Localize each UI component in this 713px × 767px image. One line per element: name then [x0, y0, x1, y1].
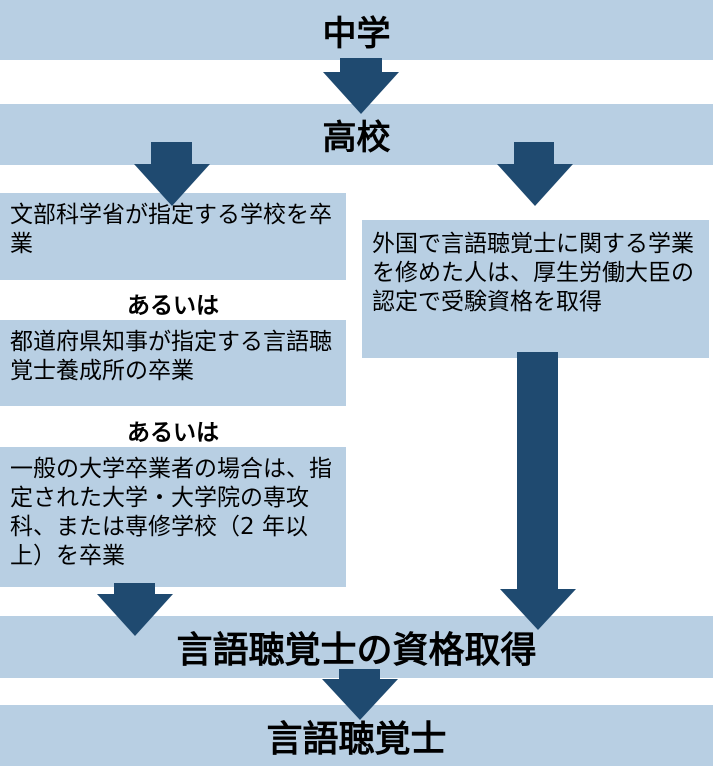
option-text: 外国で言語聴覚士に関する学業を修めた人は、厚生労働大臣の認定で受験資格を取得	[372, 231, 694, 315]
stage-qualification: 言語聴覚士の資格取得	[0, 616, 713, 678]
option-box-training-institute: 都道府県知事が指定する言語聴覚士養成所の卒業	[0, 320, 346, 406]
stage-label: 言語聴覚士の資格取得	[176, 630, 537, 671]
option-box-designated-school: 文部科学省が指定する学校を卒業	[0, 193, 346, 280]
arrow-down-icon	[497, 142, 573, 206]
option-text: 一般の大学卒業者の場合は、指定された大学・大学院の専攻科、または専修学校（2 年…	[10, 456, 332, 569]
or-separator: あるいは	[127, 420, 219, 446]
stage-label: 高校	[322, 118, 391, 158]
or-separator: あるいは	[127, 293, 219, 319]
stage-label: 中学	[322, 13, 391, 54]
arrow-down-icon	[323, 58, 399, 114]
option-box-foreign-study: 外国で言語聴覚士に関する学業を修めた人は、厚生労働大臣の認定で受験資格を取得	[362, 220, 709, 358]
stage-junior-high: 中学	[0, 0, 713, 60]
option-text: 文部科学省が指定する学校を卒業	[10, 202, 332, 257]
stage-high-school: 高校	[0, 104, 713, 165]
arrow-down-icon	[322, 669, 398, 720]
option-text: 都道府県知事が指定する言語聴覚士養成所の卒業	[10, 329, 332, 384]
option-box-university-graduate: 一般の大学卒業者の場合は、指定された大学・大学院の専攻科、または専修学校（2 年…	[0, 447, 346, 587]
arrow-down-icon	[500, 352, 576, 630]
arrow-down-icon	[134, 142, 210, 206]
arrow-down-icon	[97, 583, 173, 636]
stage-label: 言語聴覚士	[266, 718, 447, 760]
